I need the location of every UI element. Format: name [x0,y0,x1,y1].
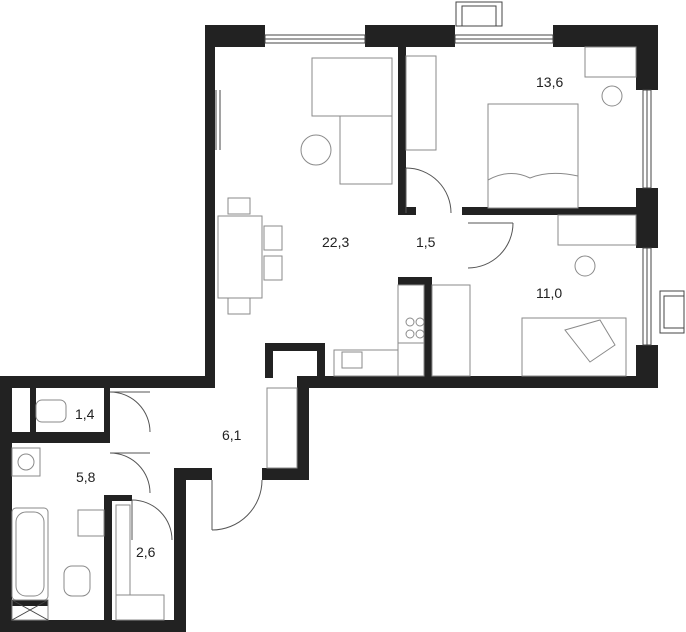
area-label-bathroom: 5,8 [76,469,96,485]
area-labels: 22,3 1,5 13,6 11,0 1,4 6,1 5,8 2,6 [75,74,563,560]
area-label-bedroom1: 13,6 [536,74,563,90]
bedroom1-furniture [405,46,637,209]
windows [215,1,685,346]
area-label-closet: 2,6 [136,544,156,560]
area-label-living: 22,3 [322,234,349,250]
walls [0,25,658,632]
kitchen [333,284,425,377]
area-label-corridor: 6,1 [222,427,242,443]
bedroom2-furniture [431,214,637,377]
area-label-wc: 1,4 [75,406,95,422]
bathroom-fixtures [11,399,165,621]
area-label-bedroom2: 11,0 [536,285,562,301]
living-furniture [217,57,393,315]
doors [109,167,514,541]
area-label-hall: 1,5 [416,234,436,250]
corridor-wardrobe [266,387,298,469]
